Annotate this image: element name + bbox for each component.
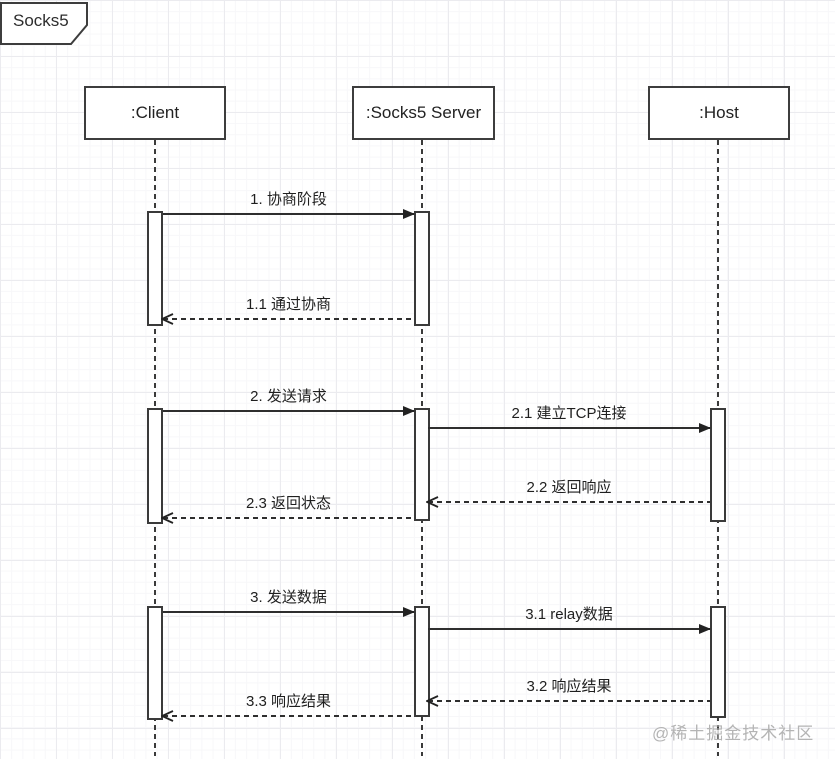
message-3-2-line	[428, 700, 710, 702]
filled-arrowhead-icon	[699, 624, 711, 634]
open-arrowhead-icon	[161, 313, 174, 325]
activation-client-2	[147, 408, 163, 524]
message-2-3-line	[163, 517, 414, 519]
watermark: @稀土掘金技术社区	[652, 724, 815, 743]
participant-socks5-server-label: :Socks5 Server	[365, 103, 482, 122]
participant-host: :Host	[648, 86, 790, 140]
message-3-line	[163, 611, 414, 613]
message-2-1-line	[428, 427, 710, 429]
message-3-1-line	[428, 628, 710, 630]
frame-tab-shape-icon	[0, 2, 88, 45]
activation-server-1	[414, 211, 430, 326]
filled-arrowhead-icon	[403, 607, 415, 617]
participant-host-label: :Host	[699, 103, 739, 122]
participant-client-label: :Client	[130, 103, 180, 122]
message-3-label: 3. 发送数据	[250, 589, 327, 606]
activation-client-3	[147, 606, 163, 720]
participant-client: :Client	[84, 86, 226, 140]
message-3-3-line	[163, 715, 414, 717]
message-1-1-label: 1.1 通过协商	[245, 296, 332, 313]
filled-arrowhead-icon	[699, 423, 711, 433]
activation-server-2	[414, 408, 430, 521]
activation-host-2	[710, 408, 726, 522]
open-arrowhead-icon	[426, 496, 439, 508]
message-2-3-label: 2.3 返回状态	[245, 495, 332, 512]
open-arrowhead-icon	[161, 710, 174, 722]
message-2-label: 2. 发送请求	[250, 388, 327, 405]
message-2-1-label: 2.1 建立TCP连接	[511, 405, 627, 422]
activation-server-3	[414, 606, 430, 717]
open-arrowhead-icon	[426, 695, 439, 707]
message-1-1-line	[163, 318, 414, 320]
message-2-2-label: 2.2 返回响应	[526, 479, 612, 496]
frame-title-tab: Socks5	[0, 2, 92, 46]
message-1-label: 1. 协商阶段	[250, 191, 327, 208]
open-arrowhead-icon	[161, 512, 174, 524]
message-3-2-label: 3.2 响应结果	[526, 678, 612, 695]
participant-socks5-server: :Socks5 Server	[352, 86, 495, 140]
message-2-2-line	[428, 501, 710, 503]
message-2-line	[163, 410, 414, 412]
message-3-1-label: 3.1 relay数据	[525, 606, 613, 623]
message-1-line	[163, 213, 414, 215]
activation-host-3	[710, 606, 726, 718]
filled-arrowhead-icon	[403, 209, 415, 219]
message-3-3-label: 3.3 响应结果	[245, 693, 332, 710]
activation-client-1	[147, 211, 163, 326]
frame-title: Socks5	[13, 11, 69, 30]
filled-arrowhead-icon	[403, 406, 415, 416]
